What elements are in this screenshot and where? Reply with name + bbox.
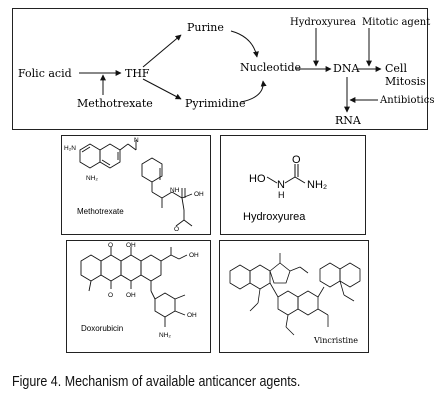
label-pyrimidine: Pyrimidine	[185, 97, 246, 110]
label-purine: Purine	[187, 21, 224, 34]
vincristine-structure-panel: Vincristine	[219, 240, 369, 353]
hu-ho: HO	[249, 173, 266, 185]
hydroxyurea-structure: HO N H O NH₂ Hydroxyurea	[243, 154, 327, 223]
methotrexate-structure: H₂N NH₂ N NH OH O Methotrexate	[64, 137, 204, 233]
hu-h: H	[278, 190, 285, 200]
arrow-thf-pyrimidine	[142, 78, 182, 100]
hu-n: N	[277, 179, 285, 191]
label-antibiotics: Antibiotics	[379, 95, 434, 106]
dox-oh-top: OH	[126, 242, 136, 249]
dox-oh-bottom: OH	[126, 292, 136, 299]
arrow-purine-nucleotide	[230, 30, 259, 58]
label-mitotic-agent: Mitotic agent	[362, 17, 430, 28]
figure-caption-text: Mechanism of available anticancer agents…	[64, 374, 301, 390]
dox-oh-side: OH	[189, 252, 199, 259]
label-dna: DNA	[333, 62, 360, 75]
dox-o-top: O	[108, 242, 113, 249]
label-hydroxyurea: Hydroxyurea	[290, 17, 356, 28]
mtx-o: O	[174, 226, 179, 233]
pathway-svg: Folic acid Methotrexate THF Purine Pyrim…	[18, 17, 434, 127]
label-mitosis: Mitosis	[385, 75, 426, 88]
mtx-n: N	[134, 137, 139, 144]
vincristine-structure: Vincristine	[229, 253, 361, 345]
vincristine-label: Vincristine	[313, 336, 358, 345]
doxorubicin-structure-panel: O OH O OH OH OH NH₂ Doxorubicin	[66, 240, 211, 353]
pathway-diagram: Folic acid Methotrexate THF Purine Pyrim…	[12, 8, 434, 130]
arrow-thf-purine	[142, 34, 182, 68]
doxorubicin-label: Doxorubicin	[81, 324, 123, 333]
figure-caption: Figure 4. Mechanism of available antican…	[12, 374, 300, 390]
dox-oh-sugar: OH	[187, 312, 197, 319]
arrow-pyrimidine-nucleotide	[240, 80, 267, 103]
figure-number: Figure 4.	[12, 374, 62, 390]
dox-nh2: NH₂	[159, 332, 171, 339]
label-rna: RNA	[335, 114, 362, 127]
hu-o: O	[292, 154, 301, 166]
label-thf: THF	[125, 67, 150, 80]
hydroxyurea-structure-panel: HO N H O NH₂ Hydroxyurea	[220, 135, 366, 235]
label-methotrexate: Methotrexate	[77, 97, 153, 110]
label-nucleotide: Nucleotide	[240, 61, 301, 74]
mtx-nh: NH	[170, 187, 180, 194]
methotrexate-label: Methotrexate	[77, 207, 124, 216]
label-folic-acid: Folic acid	[18, 67, 72, 80]
label-cell: Cell	[385, 62, 407, 75]
methotrexate-structure-panel: H₂N NH₂ N NH OH O Methotrexate	[61, 135, 211, 235]
doxorubicin-structure: O OH O OH OH OH NH₂ Doxorubicin	[80, 242, 199, 339]
mtx-nh2: NH₂	[86, 175, 98, 182]
dox-o-bottom: O	[108, 292, 113, 299]
hu-nh2: NH₂	[307, 179, 327, 191]
mtx-h2n: H₂N	[64, 145, 76, 152]
hydroxyurea-label: Hydroxyurea	[243, 211, 306, 223]
mtx-oh: OH	[194, 191, 204, 198]
